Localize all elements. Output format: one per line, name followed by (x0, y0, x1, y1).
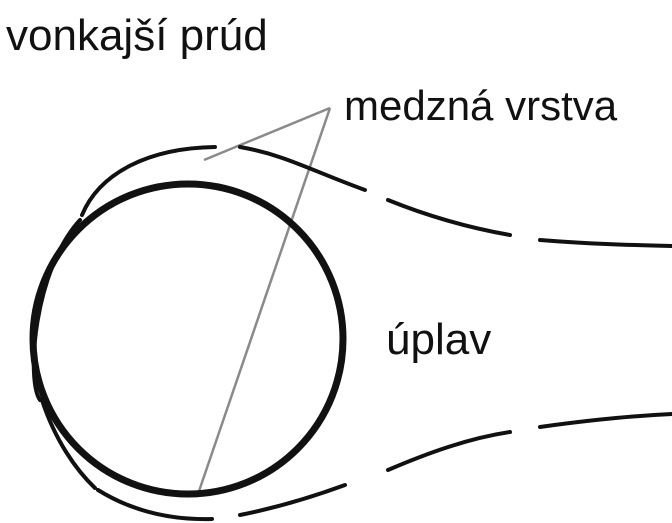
boundary-layer-lower-left (40, 398, 97, 490)
boundary-layer-bottom (96, 488, 214, 522)
wake-edge-upper-segment-3 (538, 238, 672, 248)
boundary-layer-pointers (195, 106, 332, 498)
wake-edge-lower-segment-2 (386, 430, 512, 472)
wake-edge-upper-segment-2 (386, 198, 512, 237)
pointer-line-bottom (195, 107, 332, 498)
outer-flow-label: vonkajší prúd (6, 11, 268, 60)
boundary-layer-and-wake-edges (31, 145, 672, 522)
wake-edge-upper-segment-1 (238, 145, 367, 192)
wake-label: úplav (386, 315, 491, 364)
wake-edge-lower-segment-3 (538, 412, 672, 429)
boundary-layer-left (31, 218, 82, 402)
wake-edge-lower-segment-1 (238, 483, 347, 517)
boundary-layer-upper-left (80, 145, 217, 217)
boundary-layer-label: medzná vrstva (344, 82, 618, 129)
pointer-line-top (203, 106, 331, 162)
cylinder (29, 180, 347, 498)
